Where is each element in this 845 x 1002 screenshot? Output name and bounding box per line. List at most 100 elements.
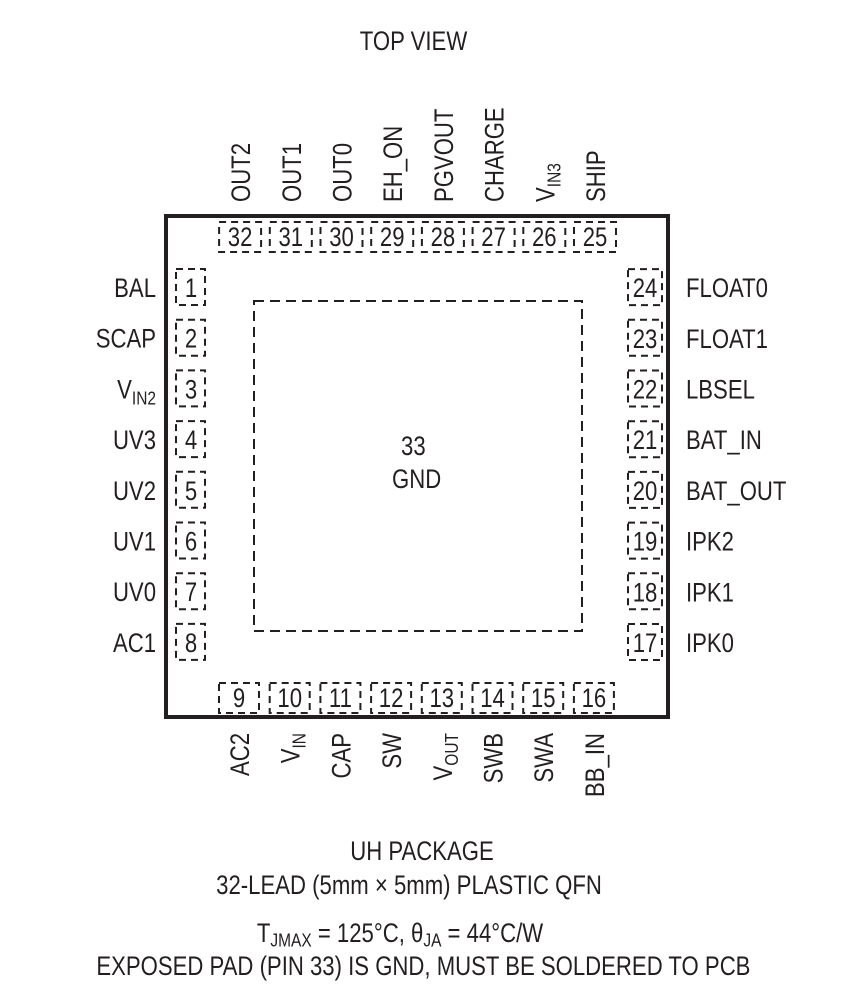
- pin-pad-21: [627, 420, 663, 459]
- package-name: UH PACKAGE: [350, 836, 494, 866]
- pin-name-1: BAL: [114, 274, 156, 304]
- pin-pad-10: [268, 682, 311, 714]
- pin-name-23: FLOAT1: [686, 325, 768, 355]
- pin-number-24: 24: [633, 274, 658, 304]
- package-outline: [164, 214, 670, 719]
- pin-name-32: OUT2: [227, 143, 257, 202]
- pin-name-8: AC1: [113, 629, 156, 659]
- pin-number-3: 3: [185, 375, 197, 405]
- pin-number-1: 1: [185, 274, 197, 304]
- theta-value: = 44°C/W: [441, 918, 544, 948]
- tjmax-subscript: JMAX: [270, 930, 312, 952]
- pin-number-29: 29: [380, 223, 405, 253]
- pin-number-21: 21: [633, 426, 658, 456]
- view-title: TOP VIEW: [359, 26, 468, 56]
- pin-name-25: SHIP: [582, 150, 612, 202]
- pin-name-21: BAT_IN: [686, 426, 762, 456]
- pin-number-17: 17: [633, 629, 658, 659]
- pin-number-15: 15: [531, 684, 556, 714]
- pin-name-26: VIN3: [531, 163, 564, 202]
- pin-number-19: 19: [633, 528, 658, 558]
- pin-name-14: SWB: [480, 733, 510, 783]
- pin-pad-2: [175, 318, 206, 357]
- pin-name-6: UV1: [113, 528, 156, 558]
- pin-name-3: VIN2: [117, 375, 156, 408]
- pin-pad-20: [627, 470, 663, 509]
- pin-number-23: 23: [633, 325, 658, 355]
- pin-name-2: SCAP: [96, 325, 156, 355]
- exposed-pad-note: EXPOSED PAD (PIN 33) IS GND, MUST BE SOL…: [96, 951, 751, 981]
- pin-pad-19: [627, 521, 663, 560]
- thermal-spec: TJMAX = 125°C, θJA = 44°C/W: [113, 918, 687, 953]
- pin-pad-7: [175, 572, 206, 611]
- tjmax-value: = 125°C,: [311, 918, 412, 948]
- pin-number-26: 26: [532, 223, 557, 253]
- package-description: 32-LEAD (5mm × 5mm) PLASTIC QFN: [216, 870, 602, 900]
- pin-name-31: OUT1: [278, 143, 308, 202]
- pin-number-2: 2: [185, 325, 197, 355]
- pin-number-31: 31: [278, 223, 303, 253]
- pin-name-11: CAP: [327, 733, 357, 778]
- pin-name-5: UV2: [113, 477, 156, 507]
- pin-number-5: 5: [185, 477, 197, 507]
- pin-pad-14: [471, 682, 514, 714]
- pin-number-6: 6: [185, 528, 197, 558]
- pin-pad-6: [175, 521, 206, 560]
- pin-number-11: 11: [329, 684, 352, 714]
- exposed-pad-name: GND: [392, 464, 442, 494]
- pin-number-22: 22: [633, 376, 658, 406]
- pin-name-15: SWA: [530, 733, 560, 783]
- pin-name-30: OUT0: [329, 143, 359, 202]
- pin-name-7: UV0: [113, 578, 156, 608]
- pin-number-28: 28: [431, 223, 456, 253]
- pin-number-8: 8: [185, 629, 197, 659]
- pin-name-16: BB_IN: [581, 733, 611, 797]
- pin-name-29: EH_ON: [379, 126, 409, 202]
- exposed-pad-outline: [253, 300, 583, 632]
- pin-pad-8: [175, 622, 206, 661]
- pin-name-10: VIN: [277, 733, 310, 763]
- pin-number-18: 18: [633, 578, 658, 608]
- pin-name-24: FLOAT0: [686, 274, 768, 304]
- pin-pad-4: [175, 420, 206, 459]
- pin-pad-5: [175, 470, 206, 509]
- pin-name-17: IPK0: [686, 629, 734, 659]
- pin-number-16: 16: [582, 684, 607, 714]
- pin-name-4: UV3: [113, 426, 156, 456]
- pin-name-19: IPK2: [686, 528, 734, 558]
- pin-number-10: 10: [277, 684, 302, 714]
- pin-pad-18: [627, 572, 663, 611]
- pin-pad-24: [627, 268, 663, 307]
- pin-pad-15: [522, 682, 565, 714]
- pin-name-20: BAT_OUT: [686, 477, 786, 507]
- pin-name-9: AC2: [226, 733, 256, 776]
- pin-name-22: LBSEL: [686, 376, 755, 406]
- pin-pad-3: [175, 369, 206, 408]
- pin-name-18: IPK1: [686, 578, 734, 608]
- theta-subscript: JA: [423, 930, 442, 952]
- pin-number-20: 20: [633, 477, 658, 507]
- pin-name-13: VOUT: [429, 733, 462, 781]
- pin-pad-17: [627, 623, 663, 661]
- pin-pad-1: [175, 268, 206, 306]
- pin-number-4: 4: [185, 426, 197, 456]
- pin-number-7: 7: [185, 578, 197, 608]
- pin-number-30: 30: [329, 223, 354, 253]
- pin-number-32: 32: [228, 223, 253, 253]
- pin-name-28: PGVOUT: [430, 109, 460, 202]
- pin-pad-23: [627, 318, 663, 357]
- pin-name-12: SW: [378, 732, 408, 768]
- pin-pad-12: [370, 682, 413, 714]
- exposed-pad-number: 33: [401, 431, 426, 461]
- pin-number-12: 12: [379, 684, 404, 714]
- pin-name-27: CHARGE: [481, 107, 511, 202]
- pin-number-25: 25: [583, 223, 608, 253]
- theta-symbol: θ: [411, 918, 424, 948]
- pin-pad-11: [319, 682, 362, 714]
- pin-pad-9: [218, 682, 260, 714]
- pin-pad-13: [420, 682, 463, 714]
- pin-pad-16: [572, 682, 615, 714]
- pin-number-14: 14: [480, 684, 505, 714]
- pin-number-13: 13: [429, 684, 454, 714]
